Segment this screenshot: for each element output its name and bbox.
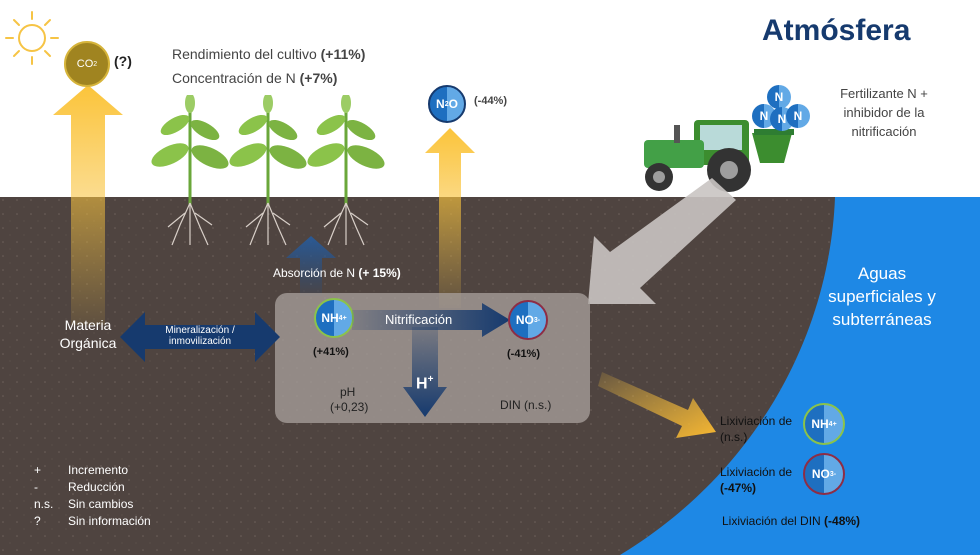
legend-symbol: - xyxy=(34,480,38,494)
leach-nh4-superscript: + xyxy=(832,420,837,428)
nh4-value: (+41%) xyxy=(313,346,349,358)
materia-organica-label: Materia Orgánica xyxy=(59,317,117,351)
fertilizer-input-arrow xyxy=(588,178,736,304)
n2o-emission-arrow xyxy=(425,128,475,308)
leach-din-value: (-48%) xyxy=(824,514,861,528)
mineralization-label: Mineralización / inmovilización xyxy=(165,325,235,347)
crop-n-label: Concentración de N xyxy=(172,70,300,86)
page-title: Atmósfera xyxy=(762,14,911,47)
legend-row: + Incremento xyxy=(34,463,151,477)
ph-value: (+0,23) xyxy=(330,400,369,414)
leach-no3-label: Lixiviación de xyxy=(720,465,793,479)
fertilizer-text: Fertilizante N + inhibidor de la nitrifi… xyxy=(840,86,928,139)
absorption-arrow xyxy=(286,236,336,296)
absorption-label: Absorción de N xyxy=(273,266,359,280)
leach-nh4-subscript: 4 xyxy=(828,420,833,428)
no3-label: NO xyxy=(515,313,534,327)
crop-n-text: Concentración de N (+7%) xyxy=(172,70,337,86)
absorption-value: (+ 15%) xyxy=(358,266,401,280)
co2-note: (?) xyxy=(114,53,132,69)
leach-din-label: Lixiviación del DIN xyxy=(722,514,825,528)
leach-nh4-label: Lixiviación de xyxy=(720,414,793,428)
leach-nh4-formula: NH xyxy=(811,417,829,431)
legend-symbol: + xyxy=(34,463,42,477)
legend-row: n.s. Sin cambios xyxy=(34,497,151,511)
n2o-value: (-44%) xyxy=(474,95,508,107)
plants-illustration xyxy=(151,95,390,247)
crop-yield-text: Rendimiento del cultivo (+11%) xyxy=(172,46,365,62)
leach-no3-formula: NO xyxy=(811,467,830,481)
n2o-label-a: N xyxy=(436,97,445,111)
nitrification-label: Nitrificación xyxy=(385,312,453,327)
legend-text: Sin cambios xyxy=(68,497,134,511)
water-title: Aguas superficiales y subterráneas xyxy=(828,264,936,329)
tractor-illustration xyxy=(644,120,794,192)
legend-row: - Reducción xyxy=(34,480,151,494)
fertilizer-n-badge-1: N xyxy=(767,85,791,109)
mineralization-arrow xyxy=(120,312,280,362)
nh4-subscript: 4 xyxy=(338,314,343,322)
crop-yield-value: (+11%) xyxy=(320,46,366,62)
h-ion-superscript: + xyxy=(427,374,434,385)
no3-superscript: - xyxy=(537,316,541,324)
leaching-arrow xyxy=(598,372,716,438)
co2-subscript: 2 xyxy=(93,60,98,68)
nitrification-arrow xyxy=(352,303,510,337)
h-ion-arrow xyxy=(403,327,447,417)
leach-din-text: Lixiviación del DIN (-48%) xyxy=(722,514,860,528)
sun-icon xyxy=(5,11,59,65)
legend-text: Reducción xyxy=(68,480,125,494)
absorption-text: Absorción de N (+ 15%) xyxy=(273,266,401,280)
h-ion-text: H xyxy=(416,375,428,393)
legend-symbol: n.s. xyxy=(34,497,54,511)
legend: + Incremento - Reducción n.s. Sin cambio… xyxy=(34,463,151,528)
nh4-superscript: + xyxy=(342,314,347,322)
leach-no3-subscript: 3 xyxy=(829,470,834,478)
co2-label: CO xyxy=(76,58,94,70)
legend-text: Sin información xyxy=(68,514,151,528)
n2o-subscript: 2 xyxy=(444,100,449,108)
legend-text: Incremento xyxy=(68,463,129,477)
n2o-label-b: O xyxy=(448,97,458,111)
leach-no3-superscript: - xyxy=(833,470,837,478)
no3-subscript: 3 xyxy=(533,316,538,324)
fertilizer-n-badge-4: N xyxy=(786,104,810,128)
crop-n-value: (+7%) xyxy=(299,70,338,86)
din-label: DIN (n.s.) xyxy=(500,398,552,412)
nh4-label: NH xyxy=(321,311,339,325)
crop-yield-label: Rendimiento del cultivo xyxy=(172,46,321,62)
co2-emission-arrow xyxy=(53,85,123,325)
leach-nh4-value: (n.s.) xyxy=(720,430,748,444)
legend-symbol: ? xyxy=(34,514,41,528)
legend-row: ? Sin información xyxy=(34,514,151,528)
no3-value: (-41%) xyxy=(507,348,541,360)
h-ion-label: H+ xyxy=(416,374,433,393)
ph-label: pH xyxy=(340,385,356,399)
leach-no3-value: (-47%) xyxy=(720,481,757,495)
